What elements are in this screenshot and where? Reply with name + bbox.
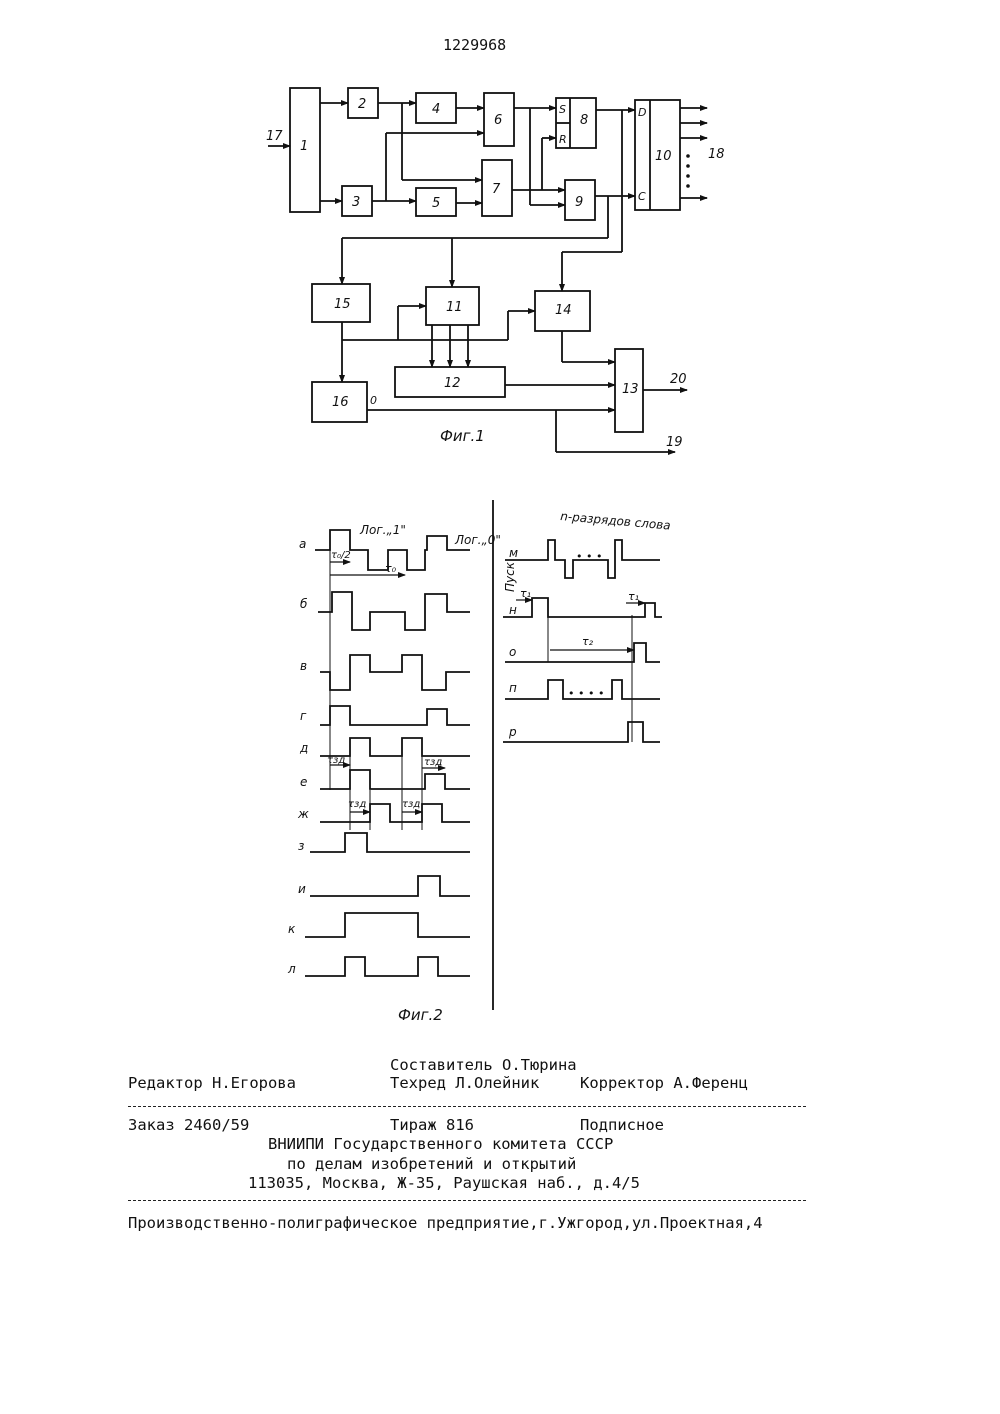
row-l: л (287, 962, 296, 976)
org-line-1: ВНИИПИ Государственного комитета СССР (268, 1135, 613, 1153)
label-tau-zd-2: τзд (424, 757, 442, 768)
output-dots (686, 154, 690, 188)
wave-b (318, 592, 470, 630)
row-n: н (509, 603, 517, 617)
wave-k (305, 913, 470, 937)
label-block-7: 7 (492, 182, 501, 197)
order: Заказ 2460/59 (128, 1116, 249, 1134)
divider-2 (128, 1200, 806, 1201)
label-block-3: 3 (352, 195, 360, 210)
row-r: р (508, 725, 517, 739)
wave-zh (320, 804, 470, 822)
label-block-11: 11 (446, 300, 463, 315)
label-16-out: 0 (370, 394, 377, 407)
row-a: а (299, 537, 306, 551)
label-20: 20 (670, 372, 687, 387)
label-block-1: 1 (300, 139, 308, 154)
label-block-5: 5 (432, 196, 440, 211)
label-tau2: τ₂ (582, 635, 594, 648)
fig2-caption: Фиг.2 (398, 1006, 443, 1024)
row-m: м (509, 546, 518, 560)
wave-r (503, 722, 660, 742)
label-17: 17 (266, 129, 283, 144)
figure-2 (305, 500, 662, 1010)
label-block-6: 6 (494, 113, 502, 128)
dots-p: • • • • (568, 687, 604, 700)
wave-g (320, 706, 470, 725)
row-k: к (288, 922, 296, 936)
row-g: г (300, 709, 307, 723)
label-R: R (559, 133, 567, 146)
address: 113035, Москва, Ж-35, Раушская наб., д.4… (248, 1174, 640, 1192)
row-zh: ж (297, 807, 309, 821)
label-log1: Лог.„1" (359, 523, 406, 537)
label-block-8: 8 (580, 113, 588, 128)
composer: Составитель О.Тюрина (390, 1056, 577, 1074)
subscription: Подписное (580, 1116, 664, 1134)
label-block-4: 4 (432, 102, 440, 117)
label-pusk: Пуск (503, 561, 517, 592)
label-log0: Лог.„0" (454, 533, 501, 547)
row-d: д (299, 741, 308, 755)
row-b: б (300, 597, 308, 611)
label-S: S (559, 103, 566, 116)
label-18: 18 (708, 147, 725, 162)
label-block-2: 2 (358, 97, 366, 112)
divider-1 (128, 1106, 806, 1107)
row-e: е (300, 775, 307, 789)
wave-d (320, 738, 470, 756)
printer: Производственно-полиграфическое предприя… (128, 1214, 763, 1232)
label-block-13: 13 (622, 382, 639, 397)
label-tau1-b: τ₁ (628, 590, 639, 603)
label-n-bits: n-разрядов слова (560, 509, 671, 533)
wave-z (310, 833, 470, 852)
row-i: и (298, 882, 306, 896)
wave-v (320, 655, 470, 690)
label-tau1-a: τ₁ (520, 587, 531, 600)
row-p: п (509, 681, 517, 695)
label-block-10: 10 (655, 149, 672, 164)
dots-m: • • • (576, 550, 602, 563)
wave-l (305, 957, 470, 976)
label-19: 19 (666, 435, 683, 450)
row-o: о (509, 645, 516, 659)
circulation: Тираж 816 (390, 1116, 474, 1134)
fig1-caption: Фиг.1 (440, 427, 485, 445)
label-tau-zd-1: τзд (327, 755, 345, 766)
label-tau0-half: τ₀/2 (331, 550, 351, 561)
label-C: C (638, 190, 646, 203)
wave-e (320, 770, 470, 789)
label-block-12: 12 (444, 376, 461, 391)
label-D: D (638, 106, 646, 119)
label-tau-zd-4: τзд (402, 799, 420, 810)
row-z: з (298, 839, 304, 853)
label-tau0: τ₀ (385, 562, 397, 575)
editor: Редактор Н.Егорова (128, 1074, 296, 1092)
corrector: Корректор А.Ференц (580, 1074, 748, 1092)
row-v: в (300, 659, 307, 673)
label-block-14: 14 (555, 303, 572, 318)
wave-i (310, 876, 470, 896)
techred: Техред Л.Олейник (390, 1074, 539, 1092)
label-block-15: 15 (334, 297, 351, 312)
label-block-9: 9 (575, 195, 583, 210)
org-line-2: по делам изобретений и открытий (287, 1155, 576, 1173)
label-tau-zd-3: τзд (348, 799, 366, 810)
label-block-16: 16 (332, 395, 349, 410)
